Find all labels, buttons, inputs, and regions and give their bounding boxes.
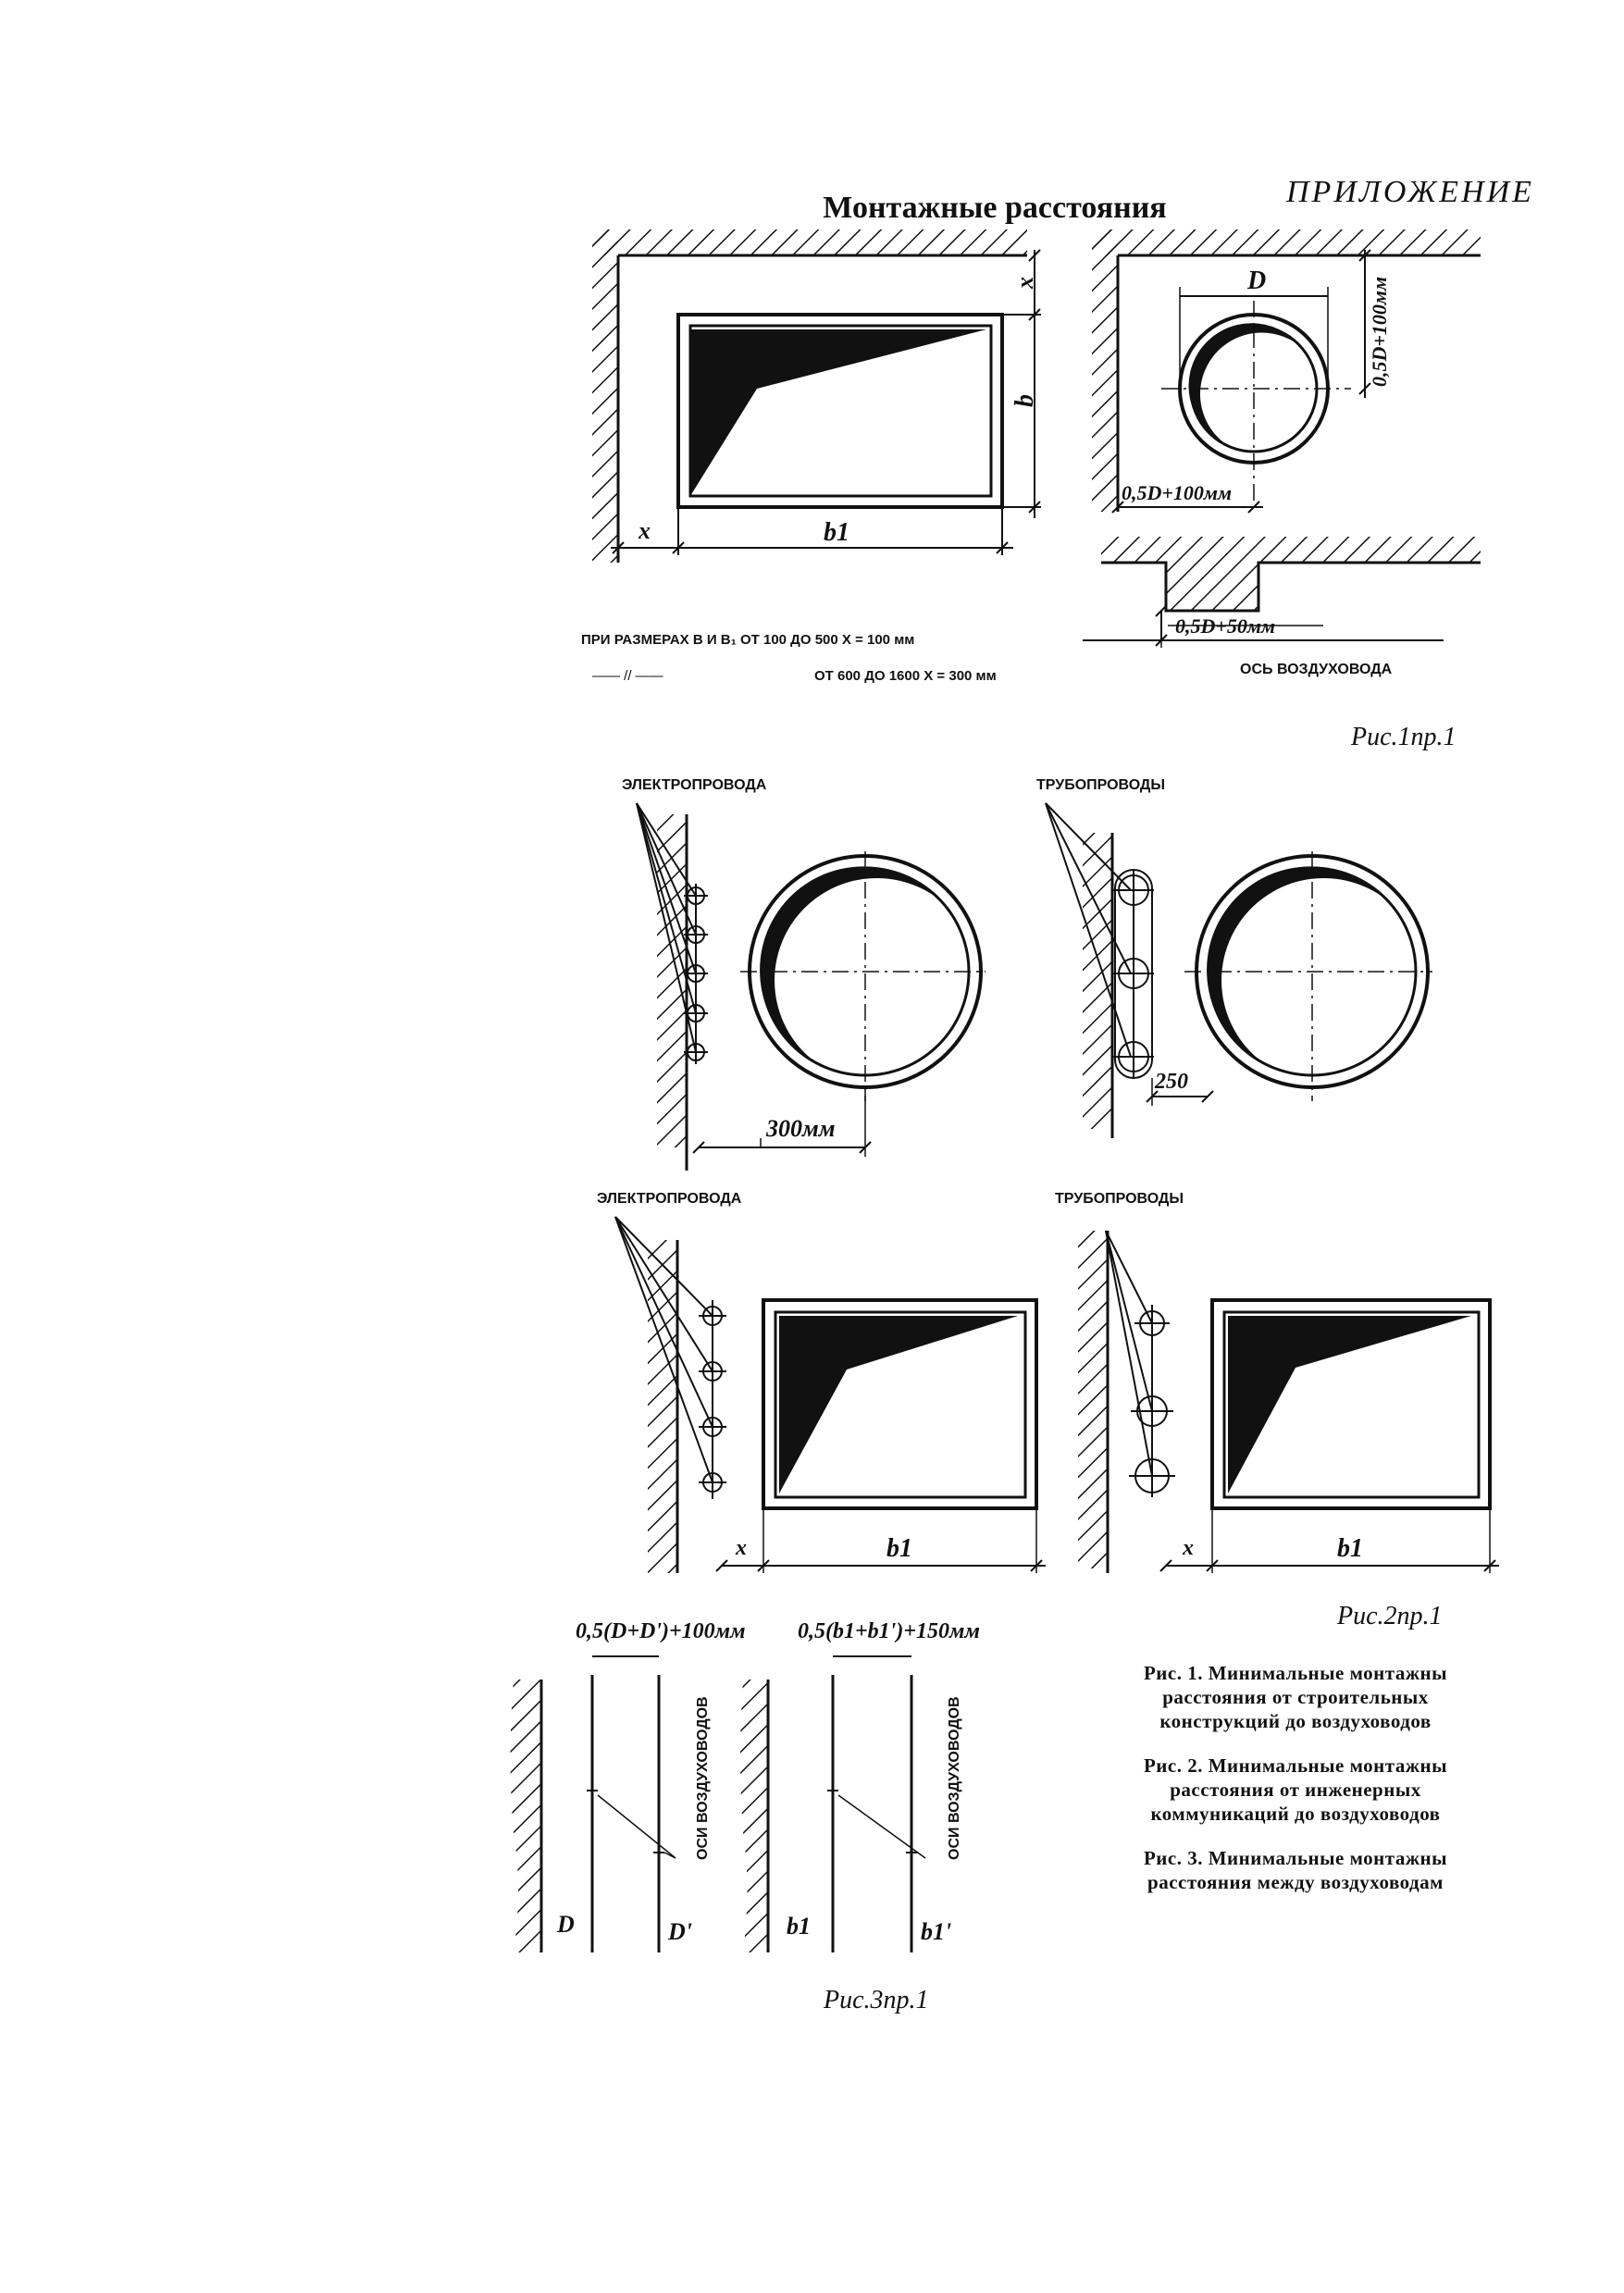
label-b1-horizontal: b1 xyxy=(824,518,849,547)
label-x-horizontal: x xyxy=(638,517,651,544)
fig1-round-duct-group: D 0,5D+100мм 0,5D+100мм 0,5D+50мм ОСЬ ВО… xyxy=(1083,229,1481,677)
pipes-label-top: ТРУБОПРОВОДЫ xyxy=(1036,777,1165,793)
fig3-axes-label-left: ОСИ ВОЗДУХОВОДОВ xyxy=(695,1696,711,1860)
dim-floor-05D-50: 0,5D+50мм xyxy=(1175,614,1275,638)
fig3-label-b1: b1 xyxy=(787,1913,811,1940)
wall-hatch-fig2-tl xyxy=(657,814,687,1147)
pipe-circles xyxy=(1113,870,1154,1078)
caption-fig2: Рис. 2. Минимальные монтажны расстояния … xyxy=(1143,1754,1448,1825)
rect-duct-2br-inner xyxy=(1222,1310,1481,1499)
dim-300mm: 300мм xyxy=(765,1115,836,1142)
fig1-note-line2: ОТ 600 ДО 1600 X = 300 мм xyxy=(814,668,997,684)
label-b1-2bl: b1 xyxy=(886,1534,912,1563)
wall-hatch-top-right xyxy=(1092,229,1481,255)
fig3-wall-left xyxy=(510,1679,541,1952)
fig2-top-left-group: ЭЛЕКТРОПРОВОДА 300мм xyxy=(622,777,986,1171)
rect-duct-2bl-inner xyxy=(774,1310,1027,1499)
wall-hatch-fig2-tr xyxy=(1083,833,1112,1129)
fig3-axes-label-right: ОСИ ВОЗДУХОВОДОВ xyxy=(947,1696,962,1860)
wall-hatch-left xyxy=(592,229,618,563)
dim-vertical-05D-100: 0,5D+100мм xyxy=(1368,277,1391,387)
label-x-2bl: x xyxy=(735,1536,747,1560)
wall-hatch-left-right xyxy=(1092,229,1118,512)
dim-250: 250 xyxy=(1154,1070,1188,1094)
wall-hatch-fig2-br xyxy=(1078,1231,1108,1568)
fig3-wall-right xyxy=(740,1679,768,1952)
fig1-caption: Рис.1пр.1 xyxy=(1350,723,1457,751)
label-x-vertical: x xyxy=(1011,277,1038,290)
caption-fig1: Рис. 1. Минимальные монтажны расстояния … xyxy=(1143,1662,1448,1732)
wall-hatch-top xyxy=(592,229,1027,255)
fig3-label-b1-prime: b1' xyxy=(921,1918,951,1945)
dim-horizontal-05D-100: 0,5D+100мм xyxy=(1122,481,1232,504)
fig2-bottom-left-group: ЭЛЕКТРОПРОВОДА x b1 xyxy=(597,1191,1046,1573)
rect-duct-outer xyxy=(676,313,1004,509)
pipes-label-bottom: ТРУБОПРОВОДЫ xyxy=(1055,1191,1184,1207)
label-b1-2br: b1 xyxy=(1337,1534,1363,1563)
wires-label-top: ЭЛЕКТРОПРОВОДА xyxy=(622,777,767,793)
fig3-label-D: D xyxy=(556,1911,575,1938)
fig2-bottom-right-group: ТРУБОПРОВОДЫ x b1 xyxy=(1055,1191,1499,1573)
page-title: Монтажные расстояния xyxy=(823,191,1166,225)
pipe-leaders xyxy=(1045,802,1132,1058)
rect-duct-shading xyxy=(690,329,986,496)
floor-hatch xyxy=(1101,537,1481,611)
label-b-vertical: b xyxy=(1010,394,1039,407)
wire-circles xyxy=(684,884,708,1064)
fig3-dim-right: 0,5(b1+b1')+150мм xyxy=(798,1619,980,1643)
fig3-dim-left: 0,5(D+D')+100мм xyxy=(576,1619,746,1643)
fig3-label-D-prime: D' xyxy=(667,1918,692,1945)
rect-duct-2bl-outer xyxy=(762,1298,1038,1510)
rect-duct-2br-outer xyxy=(1210,1298,1492,1510)
fig1-rect-duct-group: x b x b1 xyxy=(592,229,1041,563)
axis-label: ОСЬ ВОЗДУХОВОДА xyxy=(1240,662,1393,677)
wire-leaders xyxy=(636,802,697,1053)
label-x-2br: x xyxy=(1182,1536,1194,1560)
wall-hatch-fig2-bl xyxy=(648,1240,677,1573)
round-duct-shading xyxy=(1188,323,1300,442)
fig1-note-line1: ПРИ РАЗМЕРАХ В И В₁ ОТ 100 ДО 500 X = 10… xyxy=(581,632,914,648)
fig2-top-right-group: ТРУБОПРОВОДЫ 250 xyxy=(1036,777,1432,1138)
fig1-note-ditto: —— // —— xyxy=(592,668,663,684)
caption-fig3: Рис. 3. Минимальные монтажны расстояния … xyxy=(1143,1847,1448,1893)
label-D: D xyxy=(1246,266,1266,295)
fig2-caption: Рис.2пр.1 xyxy=(1336,1602,1443,1630)
wires-label-bottom: ЭЛЕКТРОПРОВОДА xyxy=(597,1191,742,1207)
appendix-label: ПРИЛОЖЕНИЕ xyxy=(1285,175,1534,209)
fig3-caption: Рис.3пр.1 xyxy=(823,1986,929,2014)
fig3-group: 0,5(D+D')+100мм 0,5(b1+b1')+150мм D D' О… xyxy=(510,1619,980,1952)
